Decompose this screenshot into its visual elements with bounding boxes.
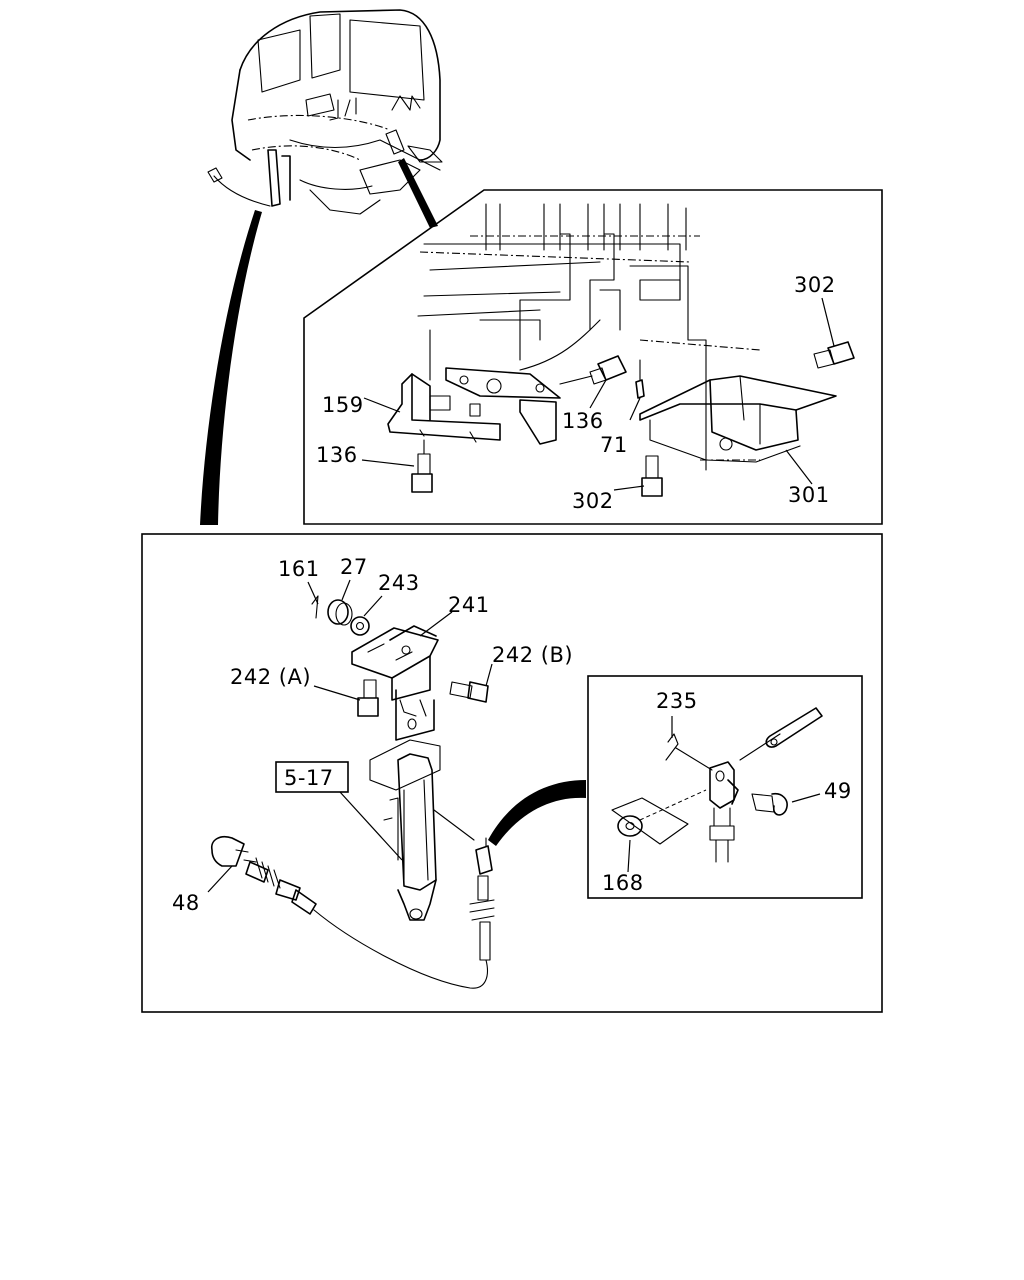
callout-136-lower: 136	[316, 443, 358, 467]
cab-overview-illustration	[200, 9, 443, 525]
callout-243: 243	[378, 571, 420, 595]
callout-302-upper: 302	[794, 273, 836, 297]
callout-241: 241	[448, 593, 490, 617]
bolt-242a	[357, 679, 379, 717]
bolt-136-upper	[559, 355, 627, 385]
callout-242b: 242 (B)	[492, 643, 573, 667]
cotter-pin-161	[311, 595, 319, 619]
reference-box-5-17	[275, 761, 349, 793]
callout-71: 71	[600, 433, 628, 457]
bolt-302-upper	[813, 341, 855, 369]
release-lever-assembly	[369, 689, 441, 921]
release-handle-48	[210, 835, 317, 915]
callout-301: 301	[788, 483, 830, 507]
callout-136-upper: 136	[562, 409, 604, 433]
callout-5-17: 5-17	[284, 766, 334, 790]
callout-49: 49	[824, 779, 852, 803]
bushing-27	[327, 599, 353, 626]
callout-161: 161	[278, 557, 320, 581]
washer-243	[350, 616, 370, 636]
callout-27: 27	[340, 555, 368, 579]
release-cable	[313, 909, 488, 989]
cable-end-fitting	[469, 837, 495, 961]
bolt-242b	[449, 681, 489, 703]
callout-168: 168	[602, 871, 644, 895]
release-cable-panel	[141, 533, 883, 1013]
callout-159: 159	[322, 393, 364, 417]
callout-242a: 242 (A)	[230, 665, 311, 689]
tray-301	[639, 375, 837, 463]
bracket-241	[351, 625, 439, 701]
bracket-detail-panel	[303, 189, 883, 525]
clevis-detail-inset	[587, 675, 863, 899]
bolt-136-lower	[411, 439, 433, 493]
callout-302-lower: 302	[572, 489, 614, 513]
bolt-71	[635, 359, 645, 399]
callout-235: 235	[656, 689, 698, 713]
callout-48: 48	[172, 891, 200, 915]
bolt-302-lower	[641, 455, 663, 497]
